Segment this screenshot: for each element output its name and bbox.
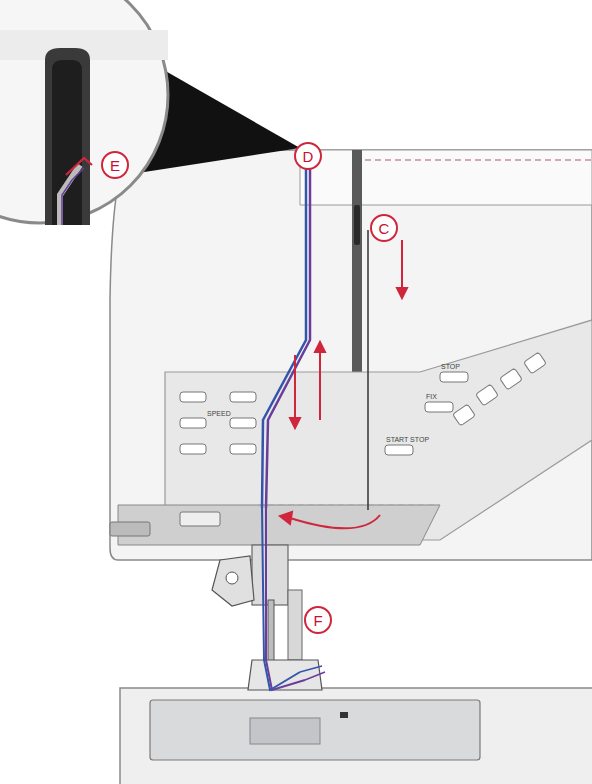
magnified-slot bbox=[45, 48, 90, 225]
callout-letter: D bbox=[294, 142, 322, 170]
guide-slot bbox=[354, 205, 360, 245]
button-label: STOP bbox=[441, 363, 460, 370]
screw bbox=[226, 572, 238, 584]
needle-plate bbox=[150, 700, 480, 760]
thread-blue bbox=[262, 158, 306, 508]
thread-tail bbox=[300, 666, 322, 672]
panel-buttons bbox=[180, 352, 546, 455]
callout-text: E bbox=[110, 158, 120, 173]
head-underside bbox=[118, 505, 440, 545]
needle-threader bbox=[212, 556, 254, 606]
thread-to-needle bbox=[266, 508, 305, 690]
button-label: SPEED bbox=[207, 410, 231, 417]
thread-down bbox=[367, 230, 369, 510]
button-label: FIX bbox=[426, 393, 437, 400]
button-label: START STOP bbox=[386, 436, 429, 443]
thread-tail bbox=[305, 672, 325, 680]
magnified-slot-inner bbox=[52, 60, 82, 225]
callout-letter: C bbox=[370, 214, 398, 242]
presser-bar bbox=[288, 590, 302, 660]
machine-head bbox=[110, 150, 592, 560]
top-lid bbox=[300, 150, 592, 205]
thread-purple bbox=[266, 158, 310, 508]
needle-bar bbox=[252, 545, 288, 605]
callout-letter: E bbox=[101, 151, 129, 179]
hidden-thread bbox=[365, 159, 592, 161]
side-lever bbox=[110, 522, 150, 536]
reverse-button bbox=[180, 512, 220, 526]
sewing-bed bbox=[120, 688, 592, 784]
hidden-thread bbox=[258, 504, 440, 506]
plate-mark bbox=[340, 712, 348, 718]
direction-arrows bbox=[280, 240, 407, 528]
magnified-thread bbox=[62, 168, 84, 225]
callout-text: C bbox=[379, 221, 390, 236]
callout-text: F bbox=[313, 613, 322, 628]
callout-letter: F bbox=[304, 606, 332, 634]
callout-text: D bbox=[303, 149, 314, 164]
magnified-arrow bbox=[66, 158, 92, 175]
feed-cover bbox=[250, 718, 320, 744]
thread-to-needle bbox=[262, 508, 300, 690]
